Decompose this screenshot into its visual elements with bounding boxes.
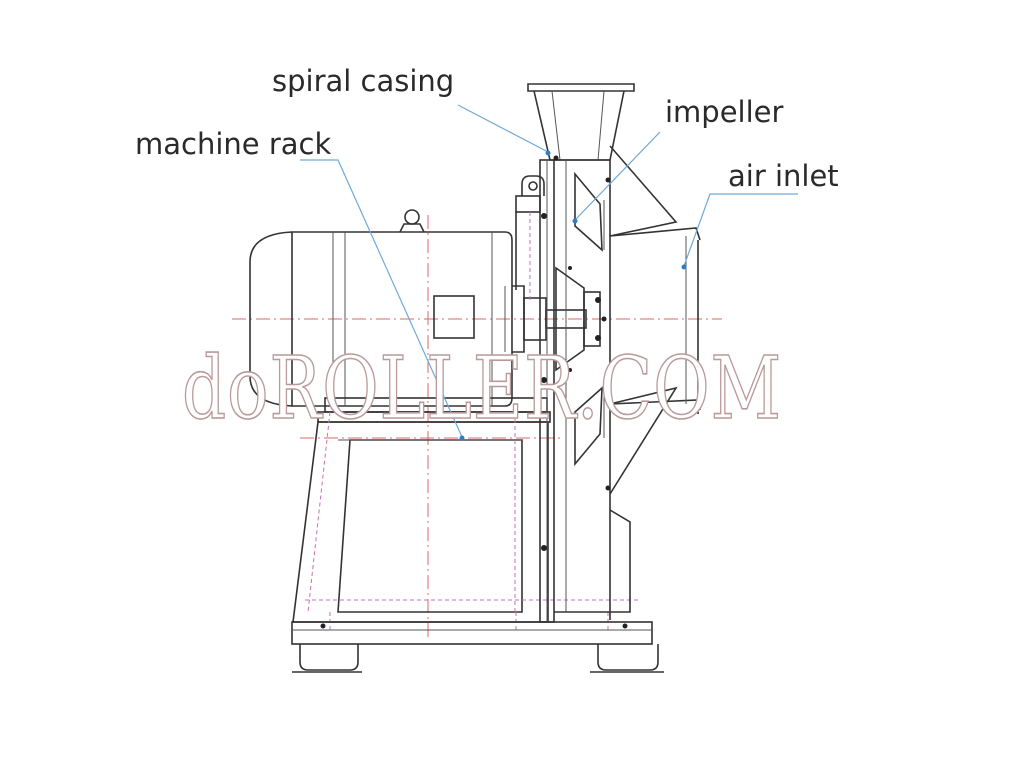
label-impeller: impeller bbox=[665, 95, 784, 129]
label-machine-rack: machine rack bbox=[135, 127, 331, 161]
label-spiral-casing: spiral casing bbox=[272, 64, 454, 98]
label-air-inlet: air inlet bbox=[728, 159, 839, 193]
spiral-casing bbox=[515, 83, 635, 623]
center-lines bbox=[232, 215, 722, 640]
motor bbox=[249, 209, 587, 407]
impeller bbox=[555, 171, 611, 491]
machine-rack bbox=[291, 397, 664, 673]
leader-lines bbox=[300, 104, 798, 441]
air-inlet bbox=[609, 145, 701, 495]
watermark-text: doROLLER.COM bbox=[182, 339, 782, 439]
